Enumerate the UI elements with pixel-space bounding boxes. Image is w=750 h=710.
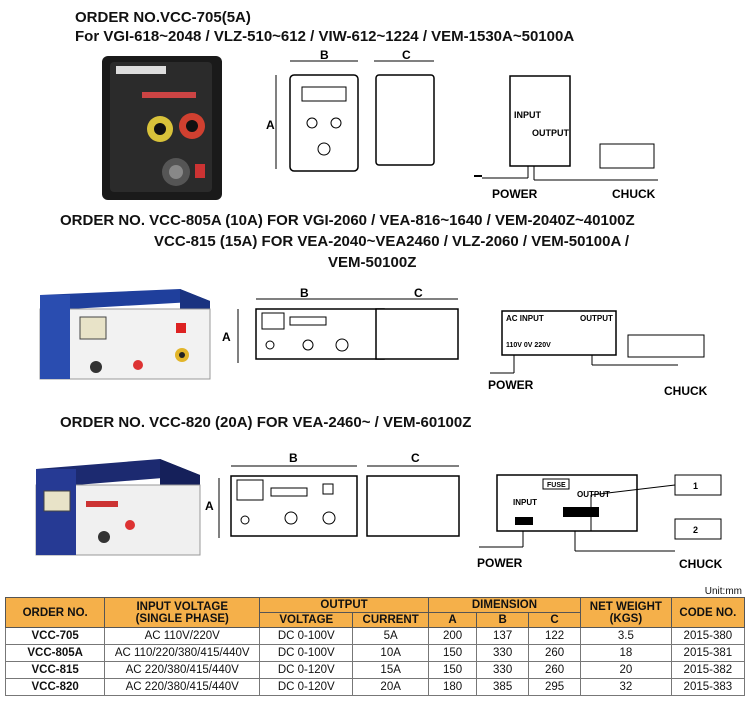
cell-dim-b: 137 — [476, 627, 530, 645]
cell-input: AC 220/380/415/440V — [104, 661, 261, 679]
dim-c-label-3: C — [411, 451, 420, 465]
cell-dim-c: 260 — [528, 644, 582, 662]
cell-dim-c: 122 — [528, 627, 582, 645]
spec-table: ORDER NO. INPUT VOLTAGE (SINGLE PHASE) O… — [4, 597, 746, 696]
dim-c-label-1: C — [402, 48, 411, 62]
cell-input: AC 220/380/415/440V — [104, 678, 261, 696]
header-input-phase-label: (SINGLE PHASE) — [135, 612, 229, 625]
dim-a-label-3: A — [205, 499, 214, 513]
header-dim-c: C — [528, 612, 582, 628]
cell-current: 20A — [352, 678, 429, 696]
vcc805a-dimension-drawing: B C A — [222, 286, 459, 363]
cell-dim-b: 385 — [476, 678, 530, 696]
cell-dim-c: 295 — [528, 678, 582, 696]
header-current: CURRENT — [352, 612, 429, 628]
cell-weight: 3.5 — [580, 627, 672, 645]
cell-current: 15A — [352, 661, 429, 679]
dim-a-label-2: A — [222, 330, 231, 344]
cell-voltage: DC 0-120V — [259, 678, 354, 696]
cell-voltage: DC 0-100V — [259, 627, 354, 645]
cell-dim-b: 330 — [476, 661, 530, 679]
cell-dim-a: 200 — [427, 627, 478, 645]
dim-b-label-1: B — [320, 48, 329, 62]
header-code-no: CODE NO. — [670, 597, 746, 628]
cell-code: 2015-380 — [670, 627, 746, 645]
header-output: OUTPUT — [259, 597, 429, 613]
cell-code: 2015-382 — [670, 661, 746, 679]
power-label-2: POWER — [488, 378, 534, 392]
vcc820-wiring-diagram: FUSE INPUT OUTPUT 1 2 POWER CHUCK — [477, 474, 723, 571]
ac-input-label: AC INPUT — [506, 314, 544, 323]
header-dim-a: A — [427, 612, 478, 628]
cell-dim-a: 150 — [427, 661, 478, 679]
cell-voltage: DC 0-120V — [259, 661, 354, 679]
order-title-vcc820: ORDER NO. VCC-820 (20A) FOR VEA-2460~ / … — [60, 414, 472, 431]
models-vcc705: For VGI-618~2048 / VLZ-510~612 / VIW-612… — [75, 28, 575, 45]
header-dimension: DIMENSION — [427, 597, 582, 613]
dim-c-label-2: C — [414, 286, 423, 300]
volt-labels: 110V 0V 220V — [506, 342, 551, 349]
cell-order: VCC-705 — [4, 627, 106, 645]
order-title-vcc705: ORDER NO.VCC-705(5A) — [75, 9, 251, 26]
output-label-2: OUTPUT — [580, 314, 613, 323]
cell-order: VCC-815 — [4, 661, 106, 679]
header-voltage: VOLTAGE — [259, 612, 354, 628]
cell-input: AC 110V/220V — [104, 627, 261, 645]
chuck-1-label: 1 — [693, 481, 698, 491]
vcc705-dimension-drawing: B C A — [266, 48, 435, 172]
table-row: VCC-820 AC 220/380/415/440V DC 0-120V 20… — [4, 678, 746, 696]
cell-dim-a: 180 — [427, 678, 478, 696]
header-input-voltage: INPUT VOLTAGE (SINGLE PHASE) — [104, 597, 261, 628]
dim-a-label-1: A — [266, 118, 275, 132]
models-vcc815-cont: VEM-50100Z — [328, 254, 417, 271]
output-label-1: OUTPUT — [532, 128, 570, 138]
cell-order: VCC-805A — [4, 644, 106, 662]
order-title-vcc815: VCC-815 (15A) FOR VEA-2040~VEA2460 / VLZ… — [154, 233, 630, 250]
fuse-label: FUSE — [547, 482, 566, 489]
unit-note: Unit:mm — [704, 586, 742, 597]
vcc705-product-photo — [102, 56, 222, 200]
cell-order: VCC-820 — [4, 678, 106, 696]
chuck-label-3: CHUCK — [679, 557, 723, 571]
header-dim-b: B — [476, 612, 530, 628]
vcc820-product-photo — [35, 459, 201, 556]
input-label-1: INPUT — [514, 110, 542, 120]
table-row: VCC-815 AC 220/380/415/440V DC 0-120V 15… — [4, 661, 746, 679]
cell-weight: 18 — [580, 644, 672, 662]
table-row: VCC-705 AC 110V/220V DC 0-100V 5A 200 13… — [4, 627, 746, 645]
header-net-weight-label: NET WEIGHT — [589, 600, 662, 613]
cell-weight: 32 — [580, 678, 672, 696]
cell-dim-c: 260 — [528, 661, 582, 679]
chuck-label-1: CHUCK — [612, 187, 656, 201]
power-label-1: POWER — [492, 187, 538, 201]
cell-dim-b: 330 — [476, 644, 530, 662]
cell-dim-a: 150 — [427, 644, 478, 662]
table-row: VCC-805A AC 110/220/380/415/440V DC 0-10… — [4, 644, 746, 662]
dim-b-label-2: B — [300, 286, 309, 300]
header-order-no: ORDER NO. — [4, 597, 106, 628]
vcc705-wiring-diagram: INPUT OUTPUT POWER CHUCK — [474, 75, 658, 201]
vcc820-dimension-drawing: B C A — [205, 451, 460, 538]
header-net-weight: NET WEIGHT (KGS) — [580, 597, 672, 628]
order-title-vcc805a: ORDER NO. VCC-805A (10A) FOR VGI-2060 / … — [60, 212, 635, 229]
cell-weight: 20 — [580, 661, 672, 679]
chuck-2-label: 2 — [693, 525, 698, 535]
cell-voltage: DC 0-100V — [259, 644, 354, 662]
cell-code: 2015-383 — [670, 678, 746, 696]
cell-code: 2015-381 — [670, 644, 746, 662]
power-label-3: POWER — [477, 556, 523, 570]
cell-current: 5A — [352, 627, 429, 645]
input-label-3: INPUT — [513, 498, 537, 507]
chuck-label-2: CHUCK — [664, 384, 708, 398]
cell-current: 10A — [352, 644, 429, 662]
header-input-voltage-label: INPUT VOLTAGE — [136, 600, 229, 613]
cell-input: AC 110/220/380/415/440V — [104, 644, 261, 662]
header-kgs-label: (KGS) — [609, 612, 643, 625]
dim-b-label-3: B — [289, 451, 298, 465]
vcc805a-wiring-diagram: AC INPUT OUTPUT 110V 0V 220V POWER CHUCK — [488, 310, 708, 398]
vcc805a-product-photo — [39, 289, 211, 380]
